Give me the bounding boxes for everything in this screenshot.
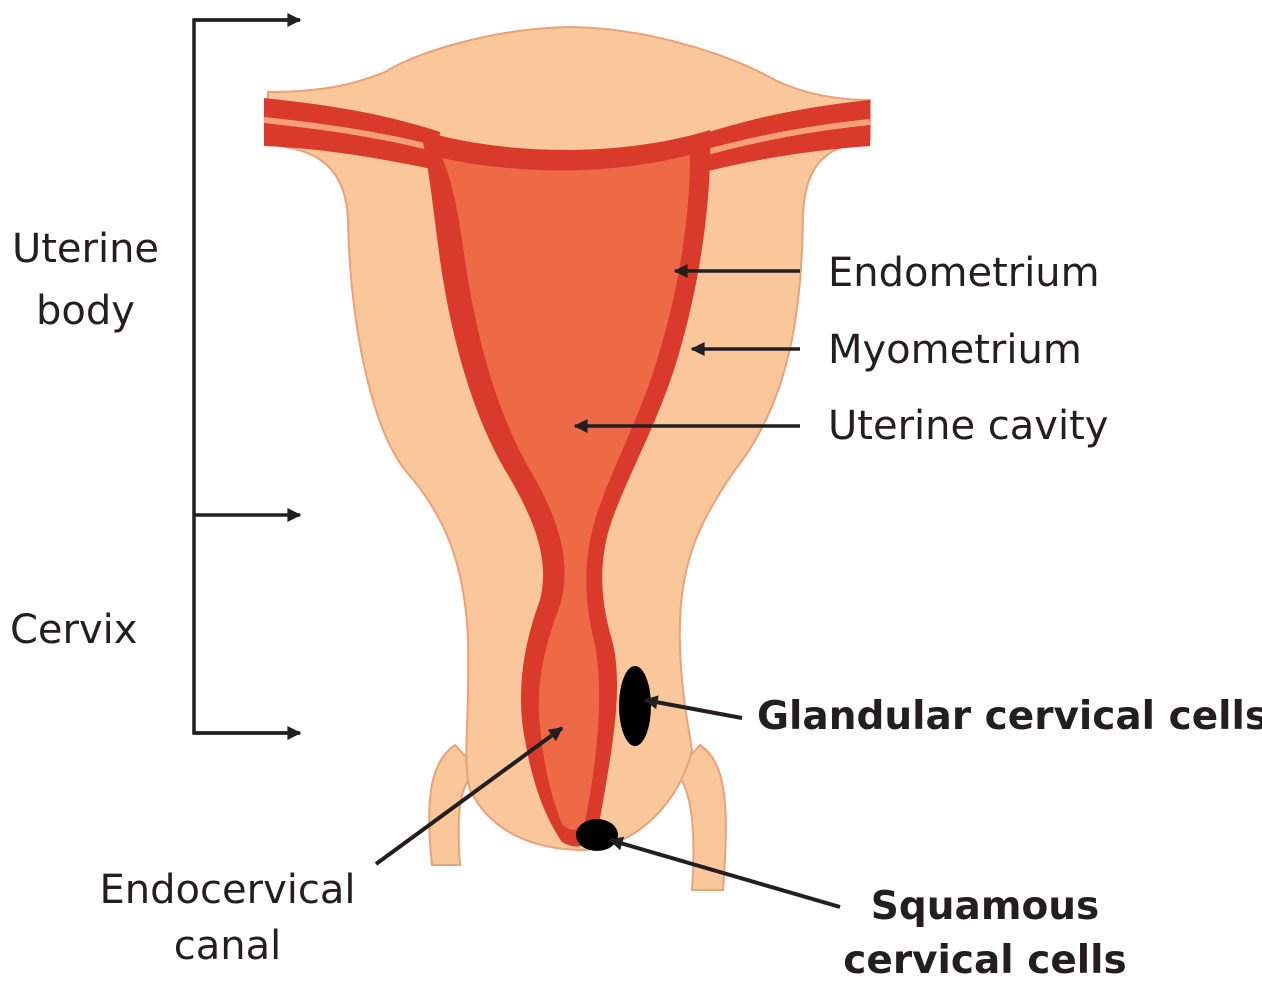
- endometrium-label: Endometrium: [828, 243, 1100, 303]
- uterine-body-line1: Uterine: [8, 218, 163, 280]
- uterine-body-label: Uterine body: [8, 218, 163, 342]
- squamous-cells-marker: [576, 819, 618, 851]
- uterine-body-line2: body: [8, 280, 163, 342]
- glandular-cells-marker: [619, 666, 651, 746]
- uterine-cavity-label: Uterine cavity: [828, 396, 1108, 456]
- squamous-line1: Squamous: [820, 880, 1150, 934]
- endocervical-canal-label: Endocervical canal: [95, 862, 360, 974]
- endocervical-line1: Endocervical: [95, 862, 360, 918]
- squamous-cells-label: Squamous cervical cells: [820, 880, 1150, 988]
- glandular-cells-label: Glandular cervical cells: [757, 688, 1262, 747]
- endocervical-line2: canal: [95, 918, 360, 974]
- myometrium-label: Myometrium: [828, 320, 1082, 380]
- squamous-line2: cervical cells: [820, 934, 1150, 988]
- cervix-label: Cervix: [10, 600, 137, 660]
